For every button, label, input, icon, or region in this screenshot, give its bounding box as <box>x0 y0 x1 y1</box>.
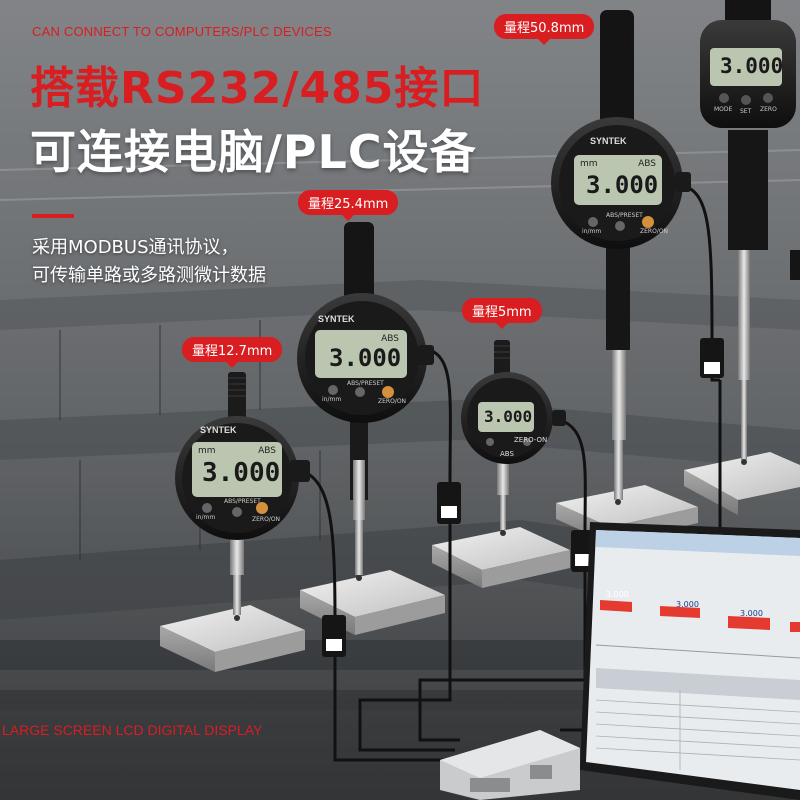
gauge-2-lcd: ABS 3.000 <box>315 330 407 378</box>
gauge-1-lcd: mm ABS 3.000 <box>192 442 282 497</box>
eyebrow-text: CAN CONNECT TO COMPUTERS/PLC DEVICES <box>32 24 332 39</box>
gauge-4-brand: SYNTEK <box>590 136 627 146</box>
gauge-4-btn-zero: ZERO/ON <box>640 228 669 235</box>
lcd-mode: ABS <box>381 334 399 344</box>
lcd-reading: 3.000 <box>586 171 659 199</box>
range-badge-25-4mm: 量程25.4mm <box>298 190 399 221</box>
gauge-5-btn-set: SET <box>740 108 752 115</box>
gauge-4-btn-abs: ABS/PRESET <box>606 212 643 219</box>
gauge-4-btn-inmm: in/mm <box>582 228 602 235</box>
gauge-3-lcd: 3.000 <box>478 402 534 432</box>
signal-transmitters <box>322 338 724 657</box>
gauge-2-btn-inmm: in/mm <box>322 396 342 403</box>
lcd-unit: mm <box>198 446 216 456</box>
gauge-3-abs-label: ABS <box>500 450 514 458</box>
range-badge-5mm: 量程5mm <box>462 298 542 329</box>
description-line-2: 可传输单路或多路测微计数据 <box>32 265 266 286</box>
gauge-5-btn-zero: ZERO <box>760 106 777 113</box>
pc-monitor <box>580 522 800 800</box>
gauge-3-zero-label: ZERO-ON <box>514 436 548 444</box>
gauge-25-4mm <box>297 222 434 581</box>
gauge-4-lcd: mm ABS 3.000 <box>574 155 662 205</box>
lcd-mode: ABS <box>258 446 276 456</box>
gauge-5-btn-mode: MODE <box>714 106 733 113</box>
monitor-value-2: 3.000 <box>676 600 699 609</box>
lcd-mode: ABS <box>638 159 656 169</box>
interface-hub <box>440 730 580 800</box>
headline-connect: 可连接电脑/PLC设备 <box>30 125 477 179</box>
range-badge-50-8mm: 量程50.8mm <box>494 14 595 45</box>
gauge-1-btn-inmm: in/mm <box>196 514 216 521</box>
lcd-reading: 3.000 <box>484 407 533 426</box>
description-line-1: 采用MODBUS通讯协议， <box>32 237 239 258</box>
gauge-5mm <box>461 340 566 536</box>
monitor-value-1: 3.000 <box>606 590 629 599</box>
lcd-reading: 3.000 <box>720 54 784 78</box>
gauge-12-7mm <box>175 372 310 621</box>
description: 采用MODBUS通讯协议， 可传输单路或多路测微计数据 <box>32 234 266 290</box>
gauge-2-btn-zero: ZERO/ON <box>378 398 407 405</box>
bottom-caption: LARGE SCREEN LCD DIGITAL DISPLAY <box>2 722 263 738</box>
lcd-reading: 3.000 <box>202 458 281 488</box>
accent-divider <box>32 214 74 218</box>
lcd-unit: mm <box>580 159 598 169</box>
gauge-1-btn-abs: ABS/PRESET <box>224 498 261 505</box>
range-badge-12-7mm: 量程12.7mm <box>182 337 283 368</box>
gauge-5-lcd: 3.000 <box>710 48 784 86</box>
gauge-50-8mm <box>551 10 691 505</box>
gauge-top-right <box>700 0 800 465</box>
gauge-1-btn-zero: ZERO/ON <box>252 516 281 523</box>
gauge-2-brand: SYNTEK <box>318 314 355 324</box>
lcd-reading: 3.000 <box>329 344 402 372</box>
gauge-2-btn-abs: ABS/PRESET <box>347 380 384 387</box>
headline-interface: 搭载RS232/485接口 <box>30 63 485 114</box>
monitor-value-3: 3.000 <box>740 609 763 618</box>
gauge-1-brand: SYNTEK <box>200 425 237 435</box>
